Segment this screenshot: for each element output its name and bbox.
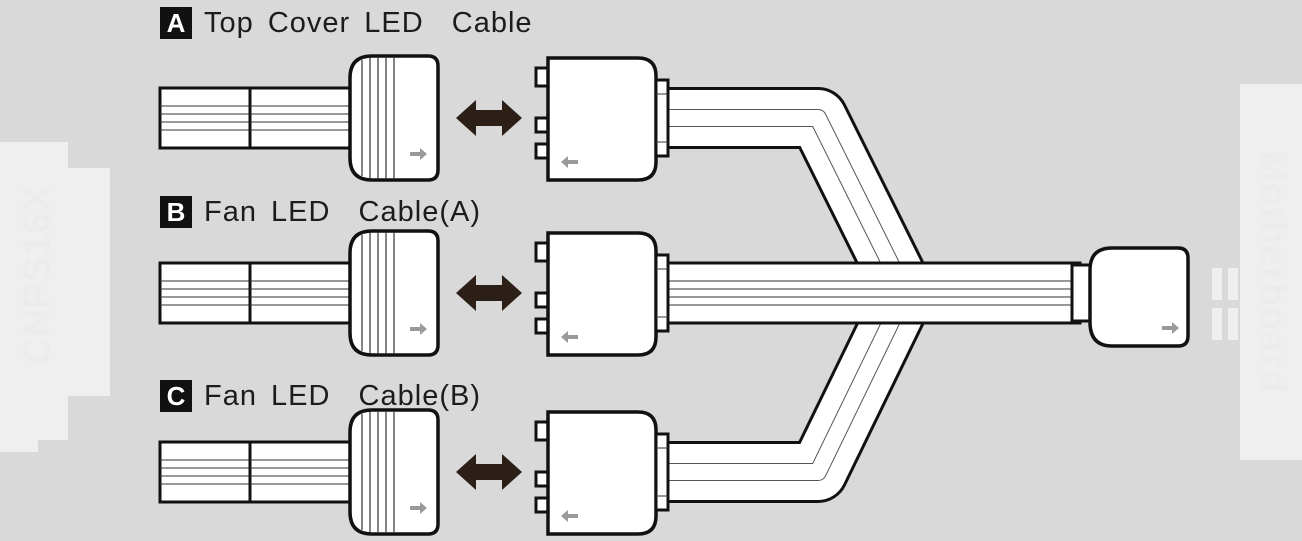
cable-c-badge: C (160, 380, 192, 412)
motherboard-label: Motherboard (1251, 150, 1294, 394)
cable-b-title: Fan LED Cable(A) (204, 195, 481, 228)
cable-c-title: Fan LED Cable(B) (204, 379, 481, 412)
cable-c-wire (158, 440, 262, 504)
cable-a-wire (158, 86, 262, 150)
cable-c-wire (248, 440, 352, 504)
cable-a-badge: A (160, 7, 192, 39)
cable-b-female-connector (348, 229, 440, 357)
cable-c-female-connector (348, 408, 440, 536)
motherboard-female-connector (1070, 246, 1190, 348)
cnps16x-label: CNPS16X (16, 184, 59, 366)
cable-b-wire (248, 261, 352, 325)
splitter-branches (658, 87, 1082, 503)
motherboard-header-pin (1228, 268, 1238, 300)
cnps16x-panel (0, 142, 110, 452)
motherboard-header-pin (1212, 268, 1222, 300)
cable-b-badge: B (160, 196, 192, 228)
cable-a-female-connector (348, 54, 440, 182)
splitter-a-male-connector (534, 56, 670, 182)
splitter-b-male-connector (534, 231, 670, 357)
splitter-c-male-connector (534, 410, 670, 536)
cable-b-label: B Fan LED Cable(A) (160, 196, 481, 228)
cable-b-wire (158, 261, 262, 325)
cable-c-label: C Fan LED Cable(B) (160, 380, 481, 412)
direction-arrow-icon (1162, 322, 1179, 334)
double-arrow-icon (456, 454, 522, 490)
cable-a-wire (248, 86, 352, 150)
motherboard-header-pin (1228, 308, 1238, 340)
motherboard-panel (1240, 84, 1302, 460)
cable-a-title: Top Cover LED Cable (204, 6, 533, 39)
double-arrow-icon (456, 275, 522, 311)
cable-a-label: A Top Cover LED Cable (160, 7, 533, 39)
motherboard-header-pin (1212, 308, 1222, 340)
double-arrow-icon (456, 100, 522, 136)
